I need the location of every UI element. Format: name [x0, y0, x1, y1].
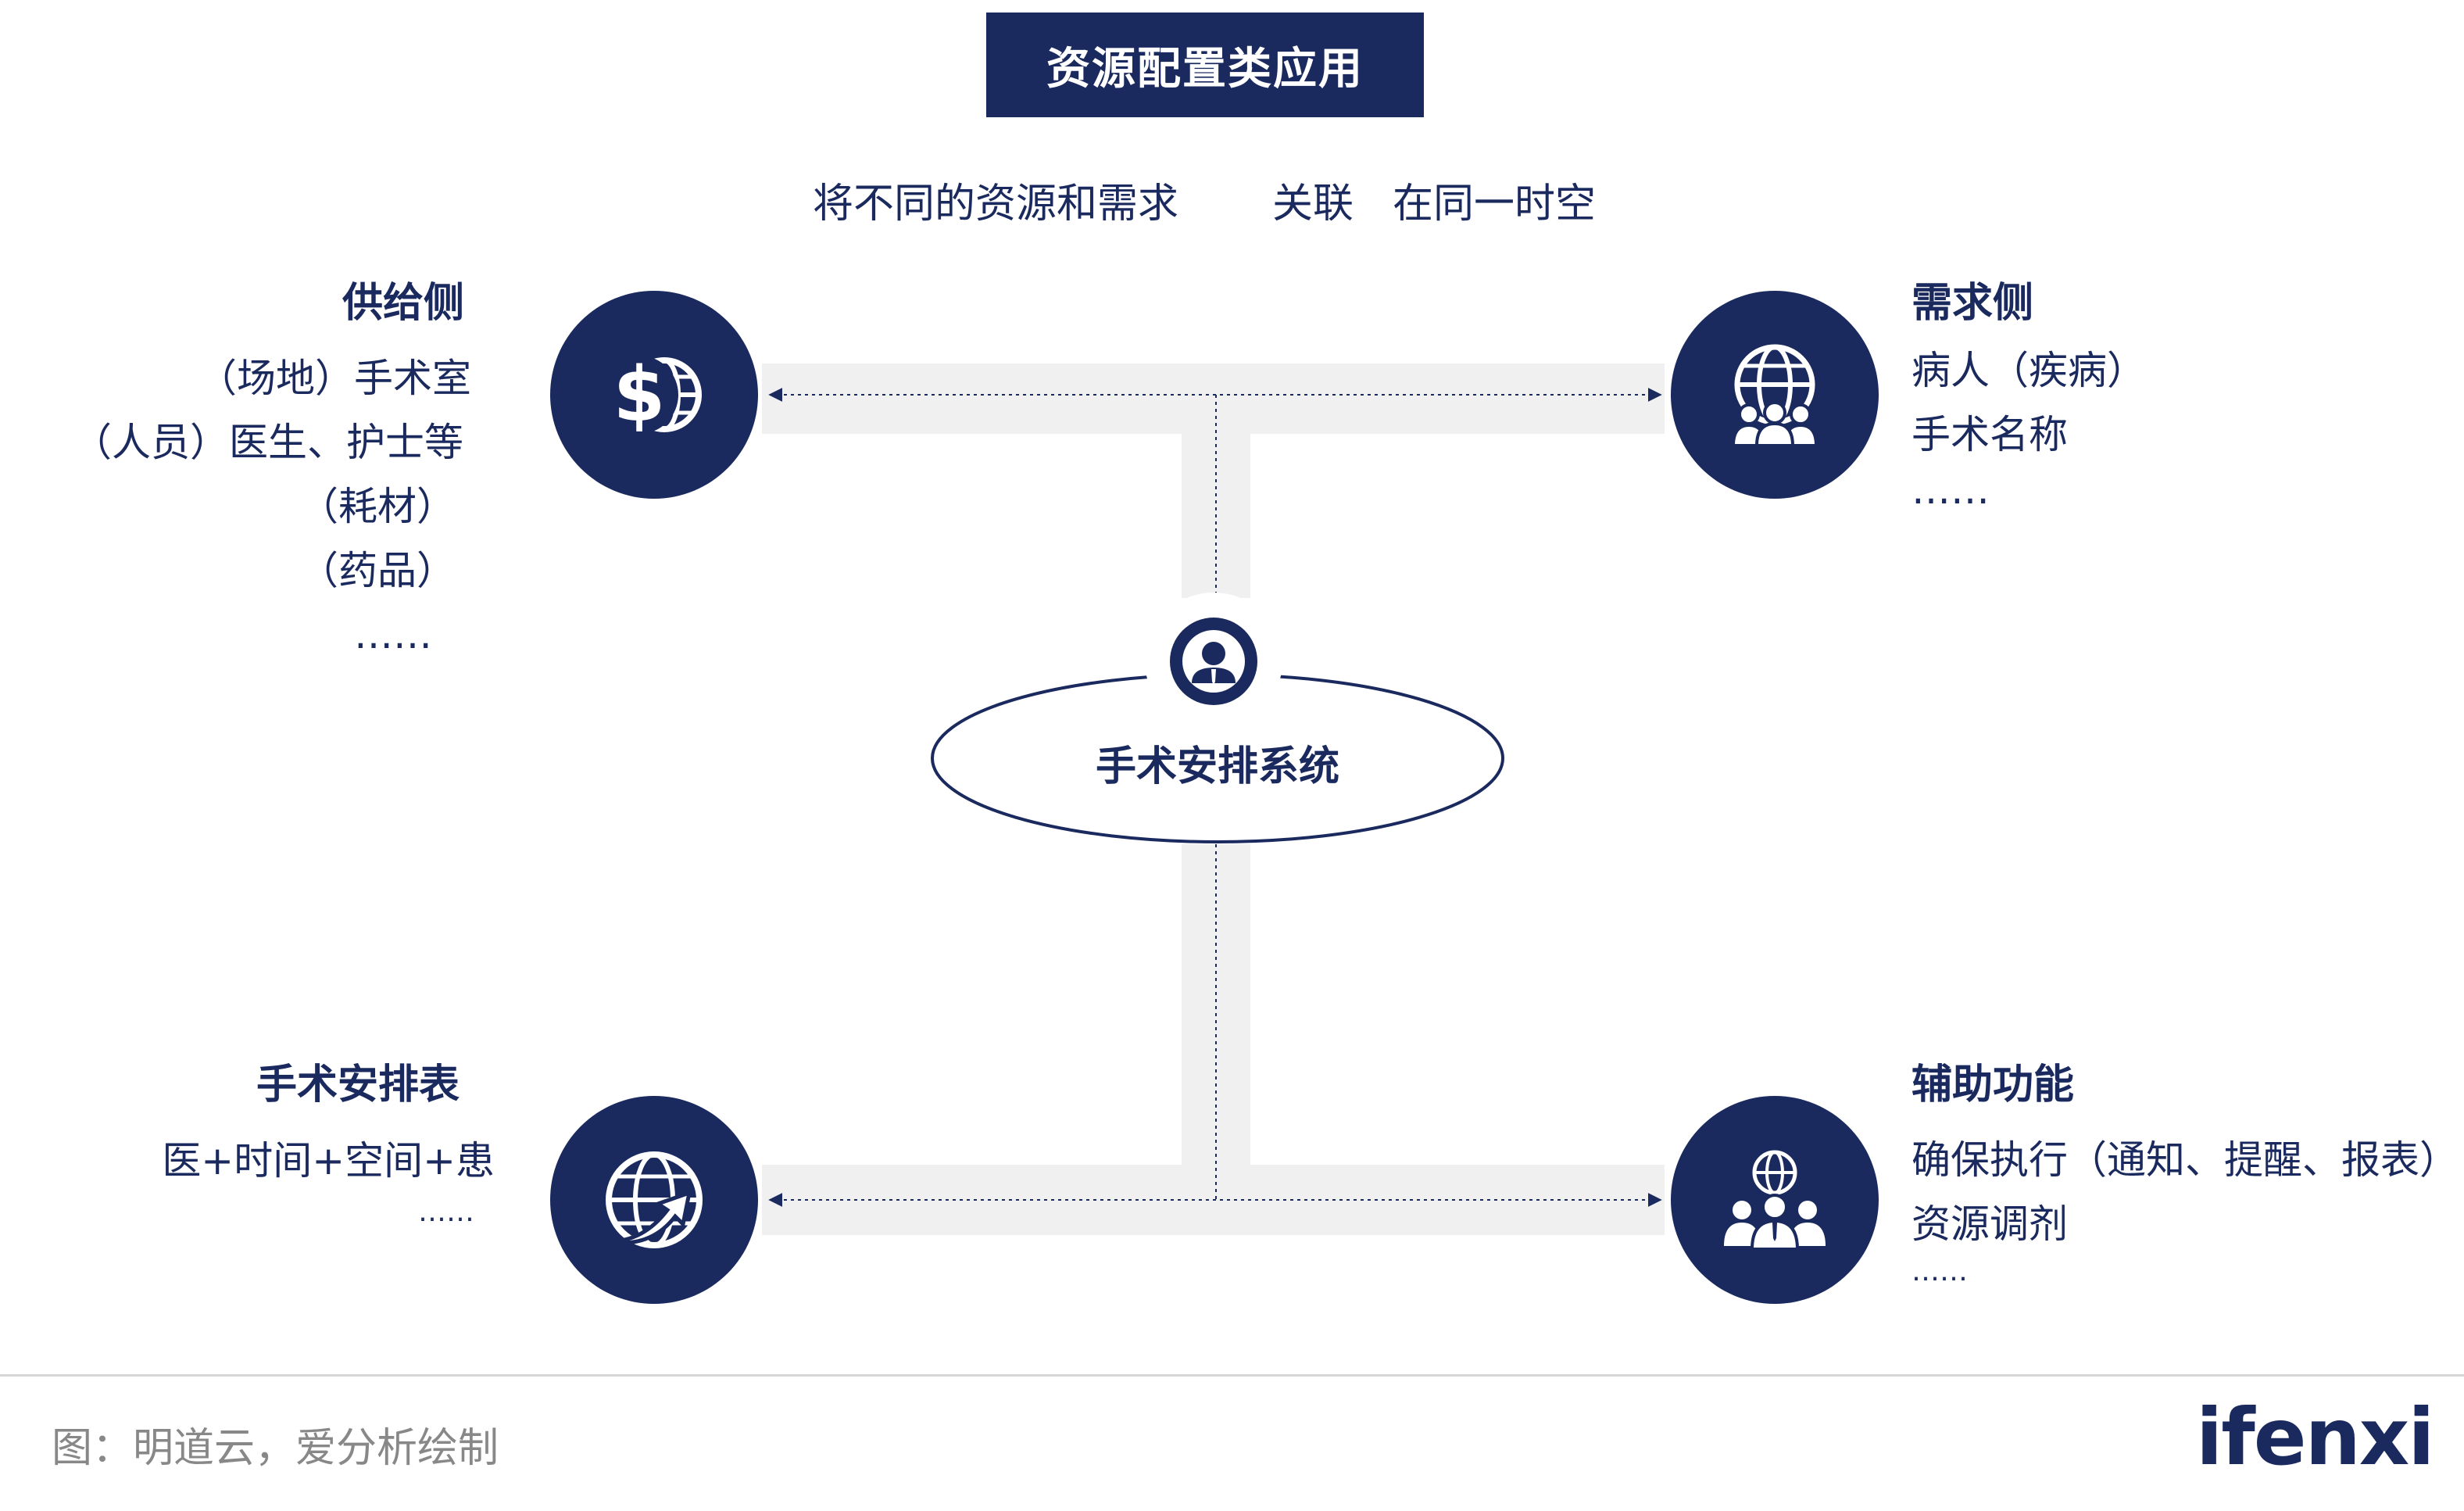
demand-heading: 需求侧: [1911, 280, 2034, 327]
globe-people-icon: [1671, 291, 1879, 499]
aux-item: 资源调剂: [1911, 1201, 2068, 1247]
schedule-item: ……: [418, 1196, 474, 1228]
aux-item: ……: [1911, 1255, 1968, 1287]
supply-heading: 供给侧: [342, 280, 465, 327]
footer-divider: [0, 1374, 2464, 1377]
top-track: [762, 363, 1665, 434]
svg-text:$: $: [613, 351, 666, 439]
dollar-globe-icon: $: [550, 291, 758, 499]
subtitle-part1: 将不同的资源和需求: [813, 181, 1179, 227]
subtitle-part3: 在同一时空: [1393, 181, 1597, 227]
supply-item: （人员）医生、护士等: [73, 420, 463, 465]
page-title: 资源配置类应用: [986, 13, 1424, 117]
supply-item: （耗材）: [299, 484, 456, 529]
supply-item: （药品）: [299, 548, 456, 593]
person-icon: [1170, 618, 1257, 705]
aux-item: 确保执行（通知、提醒、报表）: [1911, 1137, 2459, 1183]
globe-team-icon: [1671, 1096, 1879, 1304]
schedule-list: 医+时间+空间+患 ……: [162, 1129, 495, 1232]
schedule-heading: 手术安排表: [256, 1062, 460, 1108]
supply-list: （场地）手术室 （人员）医生、护士等 （耗材） （药品） ……: [73, 346, 471, 667]
demand-list: 病人（疾病） 手术名称 ……: [1911, 338, 2146, 514]
globe-arrow-icon: [550, 1096, 758, 1304]
aux-heading: 辅助功能: [1911, 1062, 2075, 1108]
source-caption: 图：明道云，爱分析绘制: [52, 1425, 499, 1472]
supply-item: ……: [354, 612, 432, 657]
aux-list: 确保执行（通知、提醒、报表） 资源调剂 ……: [1911, 1128, 2459, 1287]
demand-item: 病人（疾病）: [1911, 348, 2146, 393]
supply-item: （场地）手术室: [198, 356, 471, 401]
subtitle-part2: 关联: [1272, 181, 1354, 227]
ifenxi-logo: ifenxi: [2196, 1391, 2435, 1483]
connector-diagram: [762, 363, 1665, 1235]
demand-item: ……: [1911, 467, 1990, 513]
stem-bottom-track: [1182, 844, 1250, 1165]
center-label: 手术安排系统: [1095, 743, 1339, 790]
demand-item: 手术名称: [1911, 412, 2068, 457]
schedule-item: 医+时间+空间+患: [162, 1138, 495, 1183]
